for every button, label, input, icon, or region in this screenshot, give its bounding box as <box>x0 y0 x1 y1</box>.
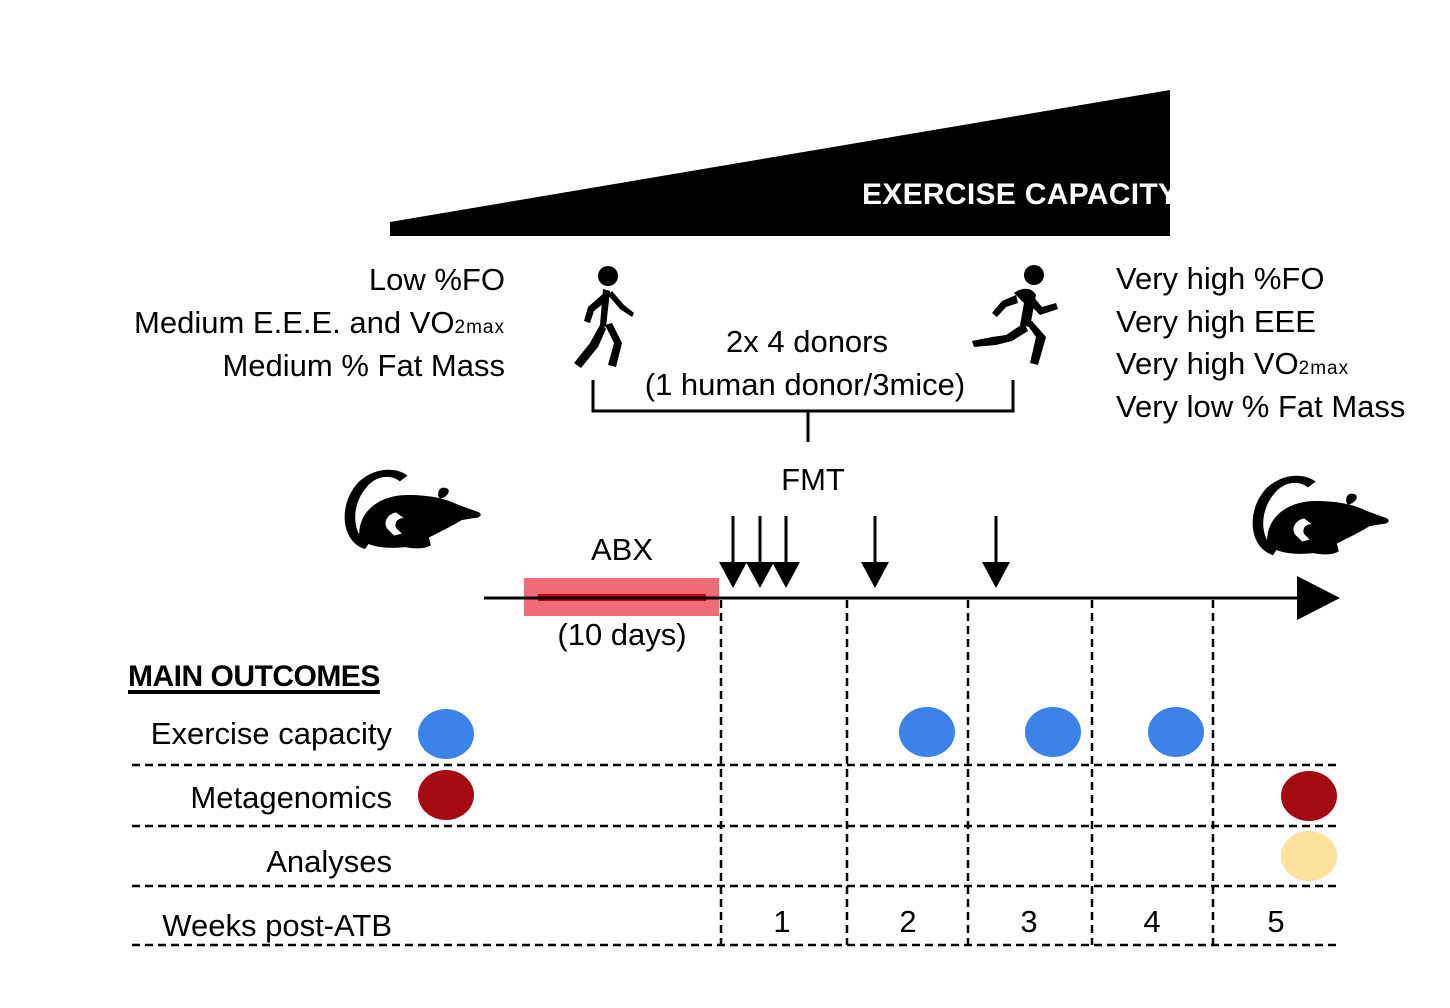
fmt-arrow <box>746 516 774 588</box>
exercise-capacity-wedge <box>390 90 1170 236</box>
fmt-arrow <box>861 516 889 588</box>
week-label: 5 <box>1267 904 1285 939</box>
outcome-grid <box>132 600 1340 947</box>
donors-ratio: (1 human donor/3mice) <box>644 367 966 402</box>
week-label: 1 <box>773 904 791 939</box>
fmt-label: FMT <box>781 462 845 497</box>
high-donor-vo2: Very high VO2max <box>1116 348 1349 379</box>
main-outcomes-title: MAIN OUTCOMES <box>128 660 380 693</box>
donor-bracket <box>591 380 1015 442</box>
row-label-exercise-capacity: Exercise capacity <box>150 716 392 751</box>
exercise-capacity-dot <box>899 707 955 757</box>
fmt-arrow <box>719 516 747 588</box>
row-label-metagenomics: Metagenomics <box>190 780 392 815</box>
fmt-arrow <box>772 516 800 588</box>
high-donor-vo2-subscript: 2max <box>1298 358 1350 379</box>
low-donor-fat-mass: Medium % Fat Mass <box>222 348 505 383</box>
walking-person-icon <box>574 266 634 368</box>
timeline-arrowhead <box>1297 576 1340 620</box>
running-person-icon <box>972 265 1058 365</box>
abx-duration: (10 days) <box>557 617 687 652</box>
row-label-weeks: Weeks post-ATB <box>162 908 392 943</box>
metagenomics-dot <box>418 770 474 820</box>
high-donor-fo: Very high %FO <box>1116 261 1325 296</box>
week-label: 2 <box>899 904 917 939</box>
mouse-icon <box>1252 475 1389 556</box>
analyses-dot <box>1281 831 1337 881</box>
low-donor-vo2-subscript: 2max <box>454 317 505 338</box>
abx-label: ABX <box>590 532 654 567</box>
fmt-arrows <box>719 516 1010 588</box>
donors-count: 2x 4 donors <box>726 324 888 359</box>
low-donor-eee-vo2-text: Medium E.E.E. and VO <box>134 305 455 340</box>
week-label: 3 <box>1020 904 1038 939</box>
exercise-capacity-dot <box>1148 707 1204 757</box>
high-donor-fat-mass: Very low % Fat Mass <box>1116 389 1406 424</box>
week-label: 4 <box>1143 904 1161 939</box>
exercise-capacity-dot <box>1025 707 1081 757</box>
exercise-capacity-dot <box>418 709 474 759</box>
low-donor-fo: Low %FO <box>368 262 505 297</box>
low-donor-eee-vo2: Medium E.E.E. and VO2max <box>134 307 505 338</box>
exercise-capacity-label: EXERCISE CAPACITY <box>862 178 1179 211</box>
fmt-arrow <box>982 516 1010 588</box>
high-donor-eee: Very high EEE <box>1116 304 1316 339</box>
row-label-analyses: Analyses <box>266 844 392 879</box>
metagenomics-dot <box>1281 771 1337 821</box>
high-donor-vo2-text: Very high VO <box>1116 346 1299 381</box>
mouse-icon <box>344 469 481 550</box>
outcome-dots <box>418 707 1337 881</box>
